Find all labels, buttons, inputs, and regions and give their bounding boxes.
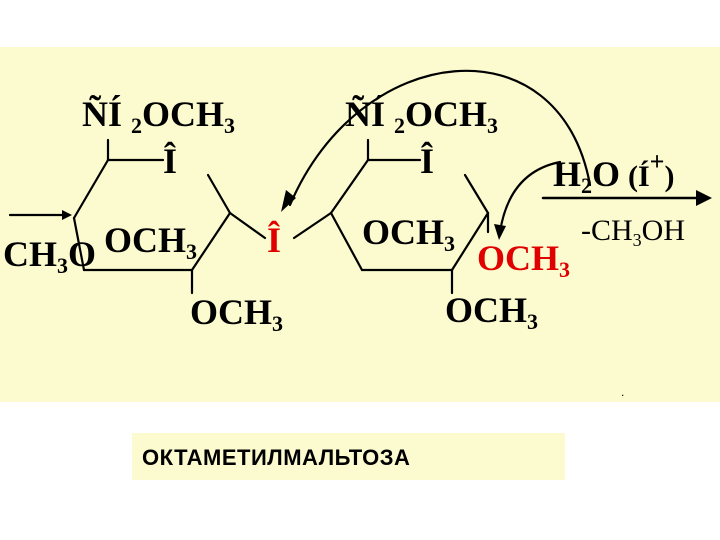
curved-arrow: [288, 69, 592, 207]
water-label: H2O: [553, 154, 621, 198]
left-ch2och3-label: ÑÍ 2OCH3: [82, 94, 236, 138]
right-ring-oxygen: Î: [420, 141, 435, 181]
curved-arrow-head: [281, 190, 296, 212]
right-c2-och3-label: OCH3: [445, 290, 539, 334]
right-c3-och3-label: OCH3: [362, 212, 456, 256]
left-ring-bond: [206, 173, 232, 215]
scheme-background: [0, 47, 720, 402]
right-ch2och3-label: ÑÍ 2OCH3: [345, 94, 499, 138]
left-ring-bond: [72, 158, 110, 220]
right-ring-bond: [329, 158, 370, 215]
left-ring-bond: [190, 211, 232, 272]
catalyst-label: (Í+): [628, 147, 675, 193]
right-c1-och3-highlight: OCH3: [477, 238, 571, 282]
right-ring-bond: [463, 173, 490, 215]
bridge-bond: [228, 211, 267, 240]
left-ring-oxygen: Î: [163, 141, 178, 181]
attack-arrow-head: [62, 210, 72, 220]
caption-text: ОКТАМЕТИЛМАЛЬТОЗА: [142, 445, 411, 470]
right-ring-bond: [329, 211, 364, 272]
methanol-byproduct-label: -CH3OH: [581, 214, 686, 250]
small-curved-arrow: [498, 160, 562, 234]
stray-dot: .: [621, 385, 625, 399]
left-c3-och3-label: OCH3: [104, 220, 198, 264]
bridge-bond: [292, 211, 333, 240]
small-arrow-head: [494, 224, 506, 240]
glycosidic-oxygen: Î: [267, 220, 282, 260]
right-ring-bond: [450, 211, 490, 272]
reaction-arrow-head: [696, 190, 712, 206]
caption-box: ОКТАМЕТИЛМАЛЬТОЗА: [132, 433, 565, 480]
left-c1-ch3o-label: CH3O: [3, 234, 97, 278]
left-ring-bond: [72, 216, 86, 272]
left-c2-och3-label: OCH3: [190, 292, 284, 336]
